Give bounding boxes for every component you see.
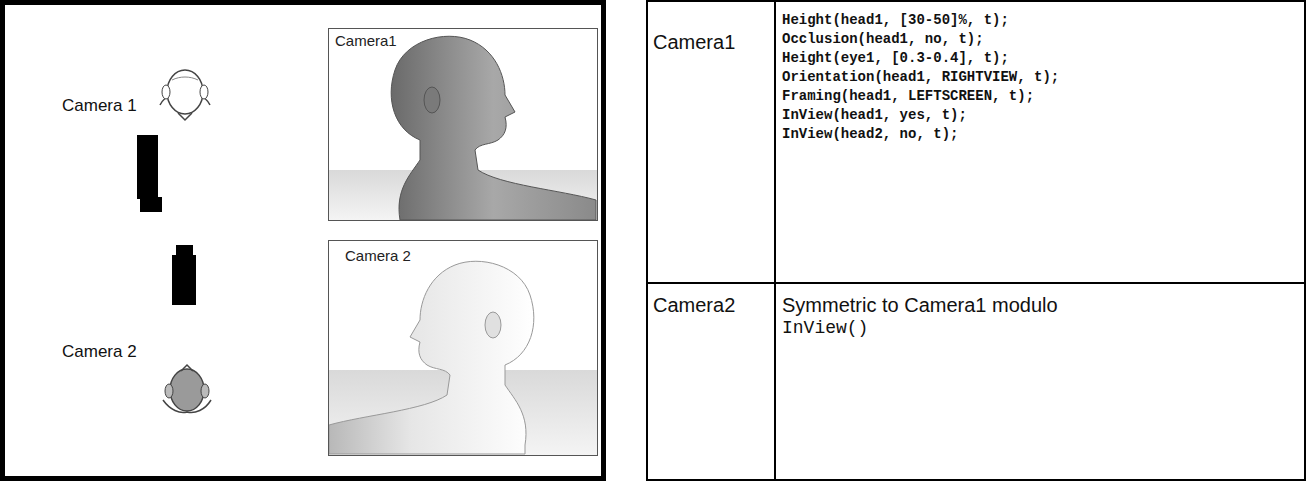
head-top-view [160,70,210,120]
table-cell: Symmetric to Camera1 modulo [782,293,1058,317]
camera-view-box: Camera 2 [328,240,598,456]
constraint-code: Height(eye1, [0.3-0.4], t); [782,50,1009,67]
constraint-code: Framing(head1, LEFTSCREEN, t); [782,88,1034,105]
table-cell: Camera2 [653,293,735,317]
table-rule [647,282,1305,284]
camera-symbol [172,245,196,305]
head-top-view [163,365,211,413]
constraint-code: Orientation(head1, RIGHTVIEW, t); [782,69,1059,86]
panel-frame [3,3,604,479]
constraint-code: Occlusion(head1, no, t); [782,31,984,48]
constraint-code: InView(head2, no, t); [782,126,958,143]
camera-name: Camera 2 [62,342,137,362]
view-label: Camera1 [335,32,397,49]
camera-name: Camera 1 [62,96,137,116]
table-rule [774,1,776,480]
view-label: Camera 2 [345,247,411,264]
table-cell: Camera1 [653,30,735,54]
camera-symbol [137,135,162,212]
constraint-code: InView(head1, yes, t); [782,107,967,124]
constraint-code: Height(head1, [30-50]%, t); [782,12,1009,29]
camera-view-box: Camera1 [328,28,598,221]
head-side-view [329,261,534,454]
table-cell: InView() [782,318,868,340]
table-frame [647,1,1305,480]
head-side-view [391,36,596,220]
